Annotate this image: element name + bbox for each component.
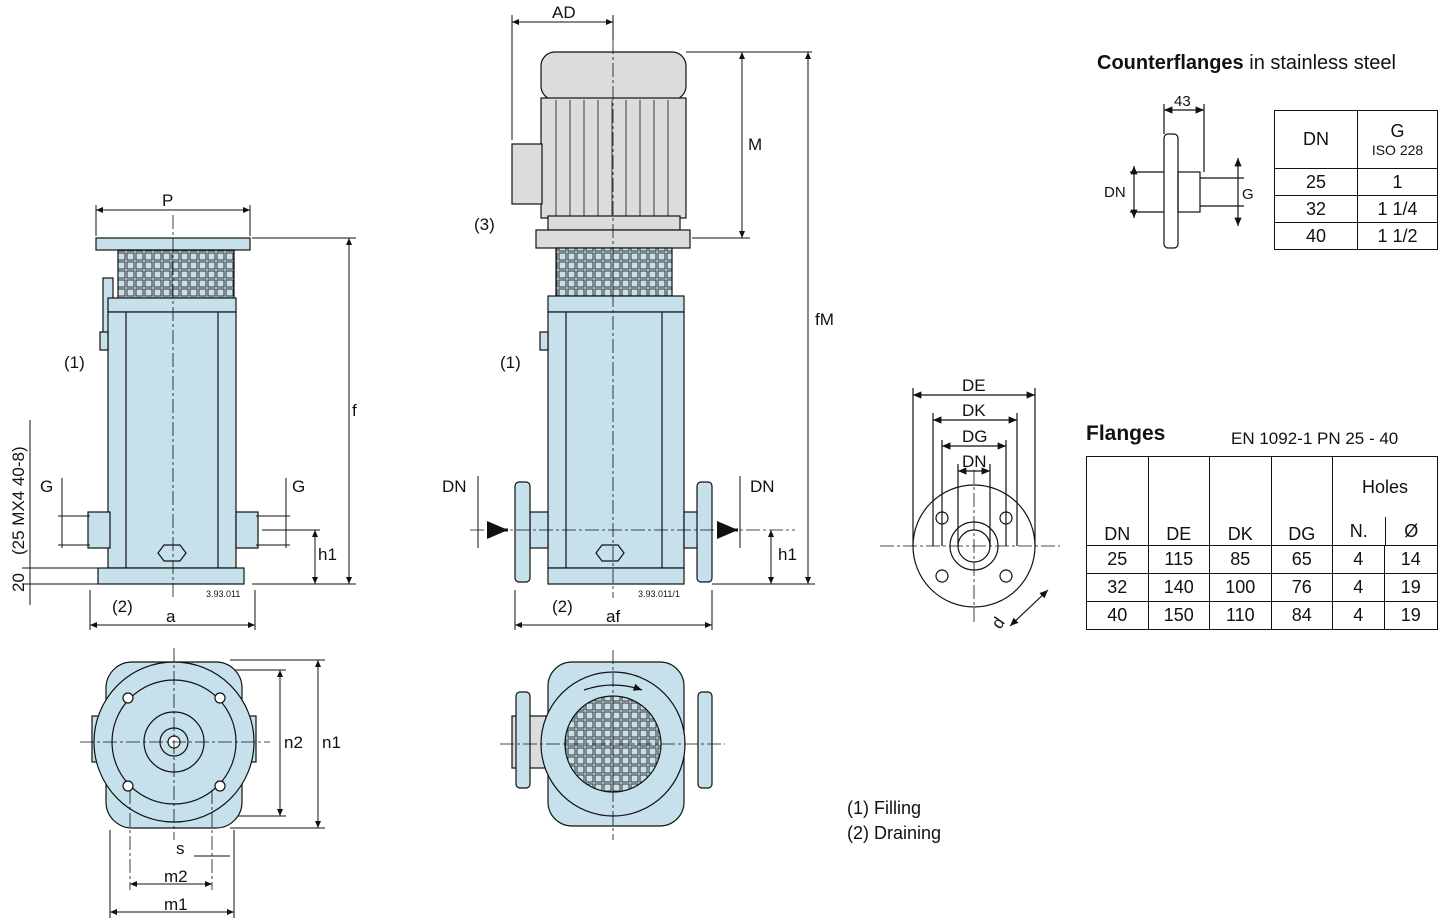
dim-43-label: 43 bbox=[1174, 93, 1191, 110]
dim-f-label: f bbox=[352, 401, 357, 420]
dim-dn-label-counterflange: DN bbox=[1104, 184, 1126, 201]
fl-cell: 4 bbox=[1332, 601, 1385, 630]
cf-g-25: 1 bbox=[1357, 168, 1438, 196]
dim-dn-label-flange: DN bbox=[962, 452, 987, 471]
fl-header-dg: DG bbox=[1270, 456, 1334, 546]
dim-n1-label: n1 bbox=[322, 733, 341, 752]
fl-cell: 40 bbox=[1086, 601, 1149, 630]
callout-2-right: (2) bbox=[552, 597, 573, 616]
fl-cell: 100 bbox=[1209, 573, 1272, 602]
fl-header-dk: DK bbox=[1209, 456, 1272, 546]
dim-dg-label: DG bbox=[962, 427, 988, 446]
dim-h1-label-left: h1 bbox=[318, 545, 337, 564]
dim-p-label: P bbox=[162, 191, 173, 210]
dim-g-label-right: G bbox=[292, 477, 305, 496]
dim-g-label-left: G bbox=[40, 477, 53, 496]
dim-m-label: M bbox=[748, 135, 762, 154]
legend-item-filling: (1) Filling bbox=[847, 798, 922, 818]
drawing-code-right: 3.93.011/1 bbox=[638, 589, 680, 599]
fl-header-dn: DN bbox=[1086, 456, 1149, 546]
fl-cell: 19 bbox=[1383, 601, 1438, 630]
dim-dn-label-right: DN bbox=[750, 477, 775, 496]
fl-cell: 76 bbox=[1270, 573, 1334, 602]
fl-cell: 19 bbox=[1383, 573, 1438, 602]
legend-item-draining: (2) Draining bbox=[847, 823, 942, 843]
cf-g-32: 1 1/4 bbox=[1357, 195, 1438, 223]
fl-cell: 85 bbox=[1209, 545, 1272, 574]
dim-dn-label-left: DN bbox=[442, 477, 467, 496]
flanges-standard: EN 1092-1 PN 25 - 40 bbox=[1231, 429, 1399, 448]
dim-m2-label: m2 bbox=[164, 867, 188, 886]
flanges-title: Flanges bbox=[1086, 422, 1166, 445]
fl-header-n: N. bbox=[1349, 521, 1368, 541]
fl-cell: 115 bbox=[1147, 545, 1211, 574]
dim-de-label: DE bbox=[962, 376, 986, 395]
pump-side-view-right bbox=[511, 51, 713, 585]
cf-dn-40: 40 bbox=[1274, 222, 1358, 250]
dim-dk-label: DK bbox=[962, 401, 986, 420]
fl-header-diameter: Ø bbox=[1384, 517, 1437, 545]
counterflanges-title: Counterflanges in stainless steel bbox=[1097, 52, 1396, 74]
cf-g-40: 1 1/2 bbox=[1357, 222, 1438, 250]
dim-fm-label: fM bbox=[815, 310, 834, 329]
fl-cell: 4 bbox=[1332, 545, 1385, 574]
cf-dn-32: 32 bbox=[1274, 195, 1358, 223]
dim-n2-label: n2 bbox=[284, 733, 303, 752]
dim-d-label: d bbox=[988, 614, 1009, 633]
fl-cell: 140 bbox=[1147, 573, 1211, 602]
fl-cell: 25 bbox=[1086, 545, 1149, 574]
fl-cell: 4 bbox=[1332, 573, 1385, 602]
dim-bolts-label: (25 MX4 40-8) bbox=[9, 446, 28, 555]
fl-cell: 84 bbox=[1270, 601, 1334, 630]
flange-front-view bbox=[912, 388, 1049, 627]
dim-base-label: 20 bbox=[9, 573, 28, 592]
dim-g-label-counterflange: G bbox=[1242, 186, 1254, 203]
dim-ad-label: AD bbox=[552, 3, 576, 22]
callout-1-left: (1) bbox=[64, 353, 85, 372]
fl-header-holes: Holes N. Ø bbox=[1332, 456, 1438, 546]
fl-header-de: DE bbox=[1147, 456, 1211, 546]
dim-s-label: s bbox=[176, 839, 185, 858]
callout-1-right: (1) bbox=[500, 353, 521, 372]
cf-header-dn: DN bbox=[1274, 110, 1358, 169]
pump-side-view-left bbox=[87, 237, 259, 585]
dim-af-label: af bbox=[606, 607, 620, 626]
dim-m1-label: m1 bbox=[164, 895, 188, 914]
legend: (1) Filling (2) Draining bbox=[847, 796, 941, 846]
drawing-code-left: 3.93.011 bbox=[206, 589, 240, 599]
fl-cell: 14 bbox=[1383, 545, 1438, 574]
fl-cell: 110 bbox=[1209, 601, 1272, 630]
cf-dn-25: 25 bbox=[1274, 168, 1358, 196]
counterflange-section bbox=[1130, 104, 1244, 249]
fl-cell: 32 bbox=[1086, 573, 1149, 602]
callout-2-left: (2) bbox=[112, 597, 133, 616]
fl-cell: 150 bbox=[1147, 601, 1211, 630]
dim-a-label: a bbox=[166, 607, 176, 626]
fl-cell: 65 bbox=[1270, 545, 1334, 574]
dim-h1-label-right: h1 bbox=[778, 545, 797, 564]
callout-3: (3) bbox=[474, 215, 495, 234]
